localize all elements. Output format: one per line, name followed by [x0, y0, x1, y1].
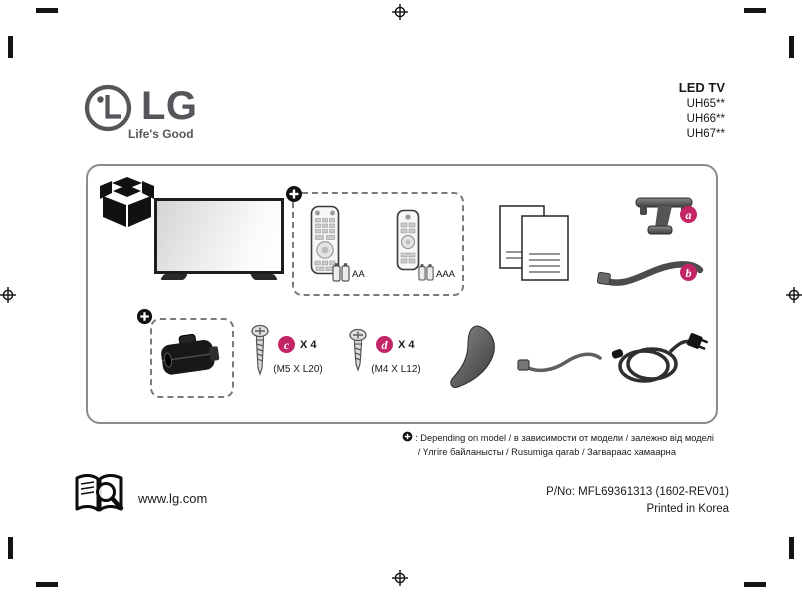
registration-mark-icon [392, 4, 408, 20]
optional-plus-icon [136, 308, 153, 330]
screw-icon [250, 324, 270, 381]
aa-batteries-icon [332, 262, 350, 287]
trim-mark [36, 8, 58, 13]
aa-label: AA [352, 269, 365, 280]
manual-book-icon [72, 470, 126, 525]
aaa-label: AAA [436, 269, 456, 280]
lg-wordmark: LG [141, 84, 198, 128]
badge-b: b [680, 264, 697, 281]
badge-a: a [680, 206, 697, 223]
model-item: UH67** [686, 128, 725, 140]
legend: : Depending on model / в зависимости от … [402, 431, 714, 459]
screw-icon [348, 328, 368, 377]
lg-logo: LG [84, 84, 198, 137]
badge-c: c [278, 336, 295, 353]
trim-mark [744, 8, 766, 13]
registration-mark-icon [0, 287, 16, 303]
stand-cover-illustration [448, 324, 502, 395]
slim-remote-icon [396, 209, 420, 276]
trim-mark [789, 537, 794, 559]
aaa-batteries-icon [418, 263, 434, 286]
badge-d: d [376, 336, 393, 353]
trim-mark [8, 36, 13, 58]
model-item: UH66** [686, 113, 725, 125]
legend-line2: / Үлгіге байланысты / Rusumiga qarab / З… [417, 447, 676, 457]
main-remote-icon [310, 205, 340, 280]
screw-c-group: c X 4 (M5 X L20) [248, 324, 348, 380]
remotes-optional-group: AA [286, 186, 464, 296]
printed-in: Printed in Korea [646, 503, 729, 515]
trim-mark [789, 36, 794, 58]
legend-line1: : Depending on model / в зависимости от … [402, 431, 714, 446]
screw-d-group: d X 4 (M4 X L12) [346, 324, 446, 380]
screw-d-qty: X 4 [398, 339, 415, 351]
power-cord-illustration [604, 326, 709, 393]
ferrite-core-icon [154, 326, 225, 391]
screw-d-spec: (M4 X L12) [371, 364, 421, 375]
part-number: P/No: MFL69361313 (1602-REV01) [546, 486, 729, 498]
model-item: UH65** [686, 98, 725, 110]
tv-illustration [154, 198, 284, 280]
screw-c-qty: X 4 [300, 339, 317, 351]
trim-mark [744, 582, 766, 587]
header-models: LED TV UH65** UH66** UH67** [679, 80, 725, 142]
registration-mark-icon [392, 570, 408, 586]
product-type: LED TV [678, 80, 725, 95]
optional-plus-icon [402, 431, 413, 446]
accessories-panel: AA [86, 164, 718, 424]
website-text: www.lg.com [138, 491, 208, 506]
lg-tagline: Life's Good [128, 127, 194, 141]
lg-symbol-icon [84, 84, 132, 137]
cable-tie-illustration [516, 340, 604, 385]
registration-mark-icon [786, 287, 802, 303]
trim-mark [36, 582, 58, 587]
trim-mark [8, 537, 13, 559]
ferrite-core-group [150, 318, 234, 398]
optional-plus-icon [285, 185, 303, 208]
manuals-icon [496, 204, 574, 287]
carton-box-icon [98, 176, 156, 233]
screw-c-spec: (M5 X L20) [273, 364, 323, 375]
